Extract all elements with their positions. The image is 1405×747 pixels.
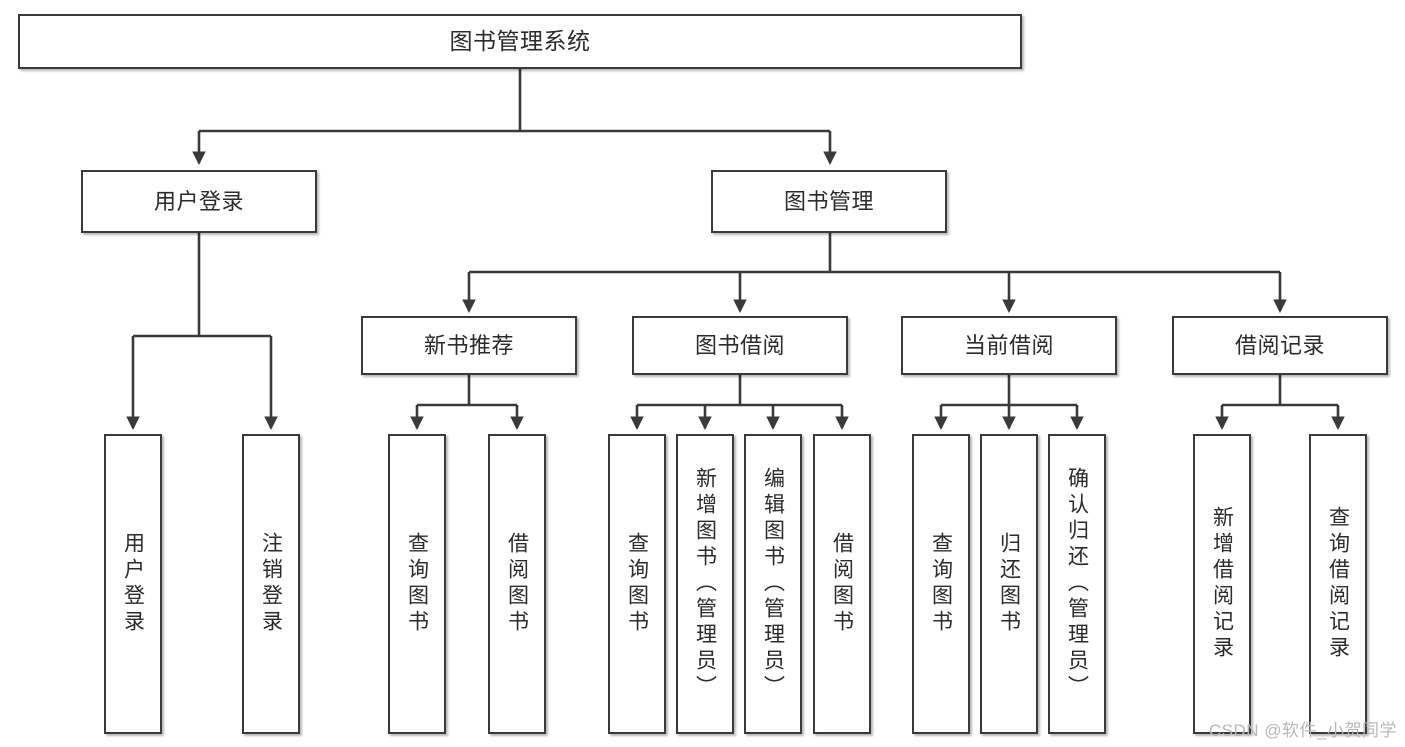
watermark: CSDN @软件_小贺同学 xyxy=(1208,721,1397,740)
leaf-current-query-book[interactable]: 查询图书 xyxy=(912,434,970,734)
node-label: 查询图书 xyxy=(625,532,649,636)
node-user-login[interactable]: 用户登录 xyxy=(81,170,317,233)
leaf-current-return-book[interactable]: 归还图书 xyxy=(980,434,1038,734)
node-label: 新增借阅记录 xyxy=(1210,506,1234,662)
node-new-book-recommend[interactable]: 新书推荐 xyxy=(361,316,577,375)
leaf-recommend-borrow-book[interactable]: 借阅图书 xyxy=(488,434,546,734)
node-book-borrow[interactable]: 图书借阅 xyxy=(632,316,848,375)
node-label: 新书推荐 xyxy=(423,332,514,358)
leaf-recommend-query-book[interactable]: 查询图书 xyxy=(388,434,446,734)
node-current-borrow[interactable]: 当前借阅 xyxy=(901,316,1117,375)
leaf-current-confirm-return-admin[interactable]: 确认归还（管理员） xyxy=(1048,434,1106,734)
leaf-record-query-borrow-record[interactable]: 查询借阅记录 xyxy=(1309,434,1367,734)
node-label: 借阅记录 xyxy=(1234,332,1325,358)
node-label: 编辑图书（管理员） xyxy=(761,467,785,701)
node-label: 当前借阅 xyxy=(963,332,1054,358)
leaf-user-login[interactable]: 用户登录 xyxy=(104,434,162,734)
node-label: 查询图书 xyxy=(929,532,953,636)
node-label: 用户登录 xyxy=(153,188,244,214)
node-label: 查询图书 xyxy=(405,532,429,636)
node-label: 图书管理 xyxy=(783,188,874,214)
node-label: 注销登录 xyxy=(259,532,283,636)
node-label: 确认归还（管理员） xyxy=(1065,467,1089,701)
node-label: 借阅图书 xyxy=(505,532,529,636)
node-label: 图书管理系统 xyxy=(449,28,591,55)
node-label: 新增图书（管理员） xyxy=(693,467,717,701)
node-book-management[interactable]: 图书管理 xyxy=(711,170,947,233)
node-label: 用户登录 xyxy=(121,532,145,636)
leaf-logout-login[interactable]: 注销登录 xyxy=(242,434,300,734)
node-label: 归还图书 xyxy=(997,532,1021,636)
node-root-book-management-system[interactable]: 图书管理系统 xyxy=(18,14,1022,69)
leaf-borrow-borrow-book[interactable]: 借阅图书 xyxy=(813,434,871,734)
leaf-borrow-query-book[interactable]: 查询图书 xyxy=(608,434,666,734)
node-label: 图书借阅 xyxy=(694,332,785,358)
leaf-borrow-add-book-admin[interactable]: 新增图书（管理员） xyxy=(676,434,734,734)
leaf-record-add-borrow-record[interactable]: 新增借阅记录 xyxy=(1193,434,1251,734)
node-borrow-record[interactable]: 借阅记录 xyxy=(1172,316,1388,375)
node-label: 查询借阅记录 xyxy=(1326,506,1350,662)
leaf-borrow-edit-book-admin[interactable]: 编辑图书（管理员） xyxy=(744,434,802,734)
node-label: 借阅图书 xyxy=(830,532,854,636)
